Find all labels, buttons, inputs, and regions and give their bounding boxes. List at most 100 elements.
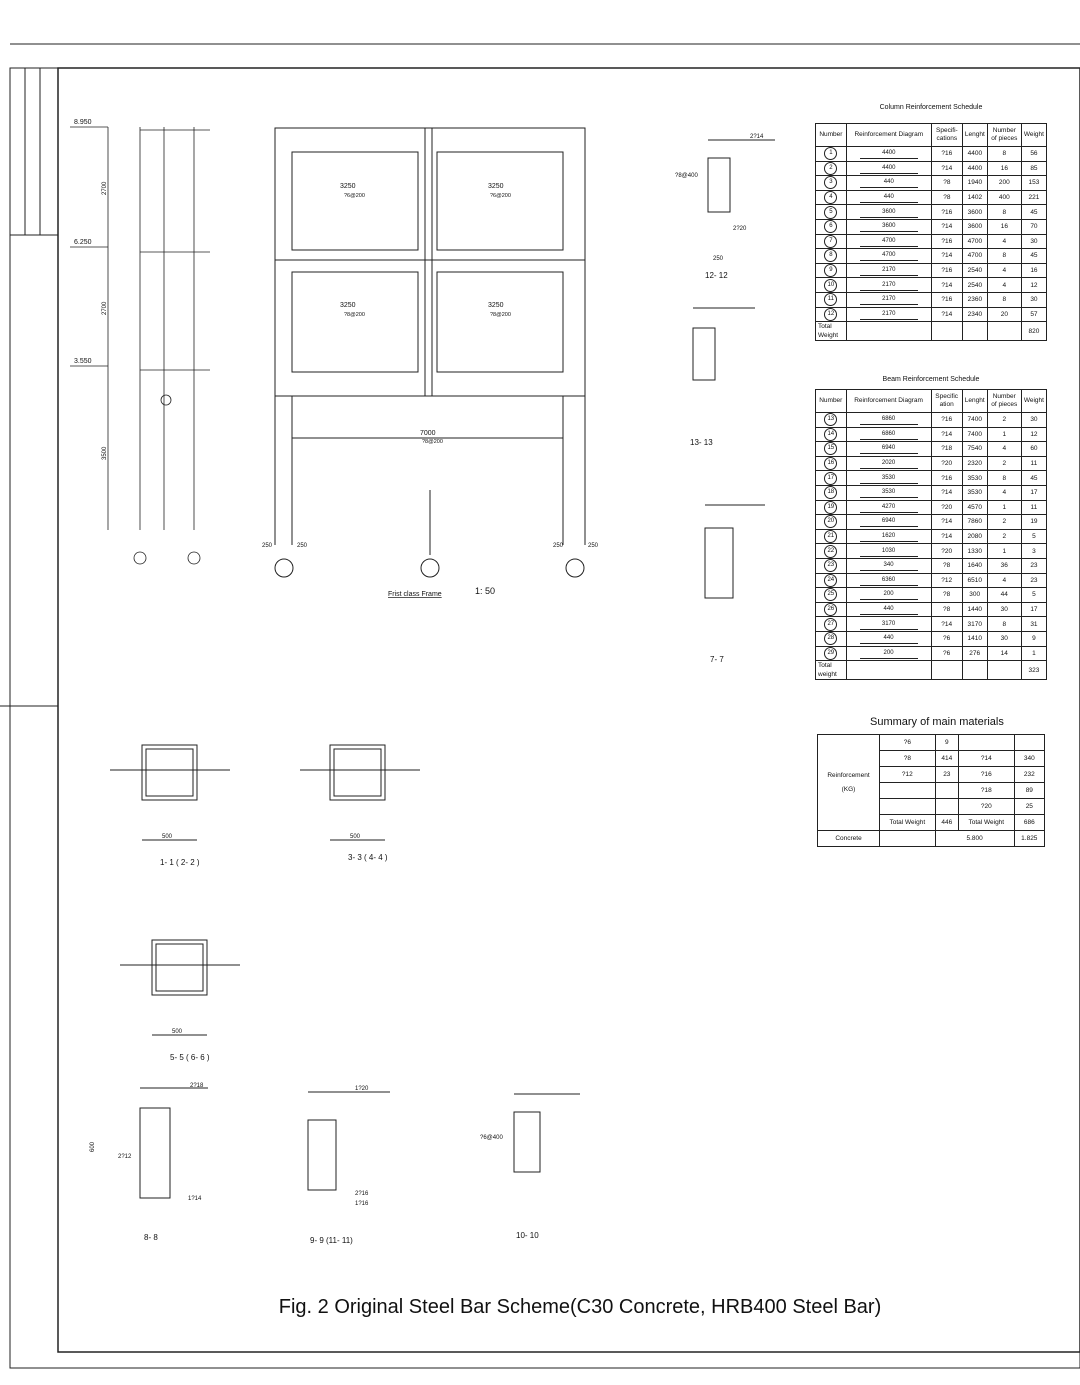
beam-schedule-title: Beam Reinforcement Schedule: [882, 376, 980, 383]
beam-note-4: 2?12: [118, 1154, 132, 1160]
bar-diagram: 2020: [859, 459, 918, 470]
bar-number: 25: [824, 588, 838, 602]
bar-diagram: 4270: [859, 503, 918, 513]
section-note-2: 2?20: [733, 226, 747, 232]
bar-number: 23: [824, 559, 838, 573]
col-width-3: 250: [553, 543, 564, 549]
beam-sections-top: 12- 12 13- 13 7- 7 250 2?14 2?20 ?8@400: [675, 134, 775, 664]
section-width-dim: 250: [713, 256, 724, 262]
beam-header-weight: Weight: [1020, 389, 1048, 413]
beam-stirrup-2: ?6@200: [490, 193, 511, 199]
beam-header-number: Number: [815, 389, 847, 413]
col-header-length: Lenght: [961, 123, 988, 147]
col-header-diagram: Reinforcement Diagram: [845, 123, 932, 147]
beam-header-length: Lenght: [961, 389, 988, 413]
section-label-10-10: 10- 10: [516, 1231, 539, 1240]
section-label-12-12: 12- 12: [705, 271, 728, 280]
beam-span-2: 3250: [488, 183, 504, 190]
story-height-3: 3500: [102, 446, 108, 460]
column-strip-diagram: [70, 126, 210, 565]
beam-stirrup-5: ?8@200: [422, 439, 443, 445]
bar-number: 26: [824, 603, 838, 617]
section-label-1-1: 1- 1 ( 2- 2 ): [160, 858, 200, 867]
beam-note-3: ?6@400: [480, 1135, 503, 1141]
bar-number: 20: [824, 515, 838, 529]
story-height-1: 2700: [102, 181, 108, 195]
frame-elevation: 8.950 6.250 3.550 2700 2700 3500 3250 32…: [70, 119, 599, 598]
bar-number: 13: [824, 413, 838, 427]
bar-diagram: 340: [859, 561, 918, 572]
col-header-pieces: Number of pieces: [986, 123, 1022, 147]
beam-note-7: 2?16: [355, 1191, 369, 1197]
beam-span-5: 7000: [420, 430, 436, 437]
bar-diagram: 6860: [859, 430, 918, 440]
beam-span-3: 3250: [340, 302, 356, 309]
section-label-3-3: 3- 3 ( 4- 4 ): [348, 853, 388, 862]
bar-diagram: 6360: [859, 576, 918, 586]
section-label-7-7: 7- 7: [710, 655, 724, 664]
bar-number: 17: [824, 471, 838, 485]
section-label-5-5: 5- 5 ( 6- 6 ): [170, 1053, 210, 1062]
beam-dim-600: 600: [90, 1141, 96, 1152]
column-sections: 1- 1 ( 2- 2 ) 3- 3 ( 4- 4 ) 5- 5 ( 6- 6 …: [110, 744, 420, 1062]
beam-span-1: 3250: [340, 183, 356, 190]
bar-number: 29: [824, 646, 838, 660]
summary-title: Summary of main materials: [870, 716, 1004, 728]
bar-number: 16: [824, 457, 838, 471]
beam-note-1: 2?18: [190, 1083, 204, 1089]
elevation-3: 3.550: [74, 358, 92, 365]
section-label-13-13: 13- 13: [690, 438, 713, 447]
elevation-1: 8.950: [74, 119, 92, 126]
bar-number: 27: [824, 617, 838, 631]
figure-caption: Fig. 2 Original Steel Bar Scheme(C30 Con…: [278, 1296, 882, 1318]
section-note-1: 2?14: [750, 134, 764, 140]
frame-outline: [274, 127, 586, 578]
frame-scale: 1: 50: [475, 586, 495, 596]
bar-number: 19: [824, 500, 838, 514]
bar-diagram: 1620: [859, 532, 918, 543]
section-note-3: ?8@400: [675, 173, 698, 179]
column-schedule-title: Column Reinforcement Schedule: [879, 104, 983, 111]
frame-title: Frist class Frame: [388, 591, 442, 598]
bar-diagram: 440: [859, 634, 918, 645]
beam-header-pieces: Number of pieces: [986, 389, 1022, 413]
bar-diagram: 6940: [859, 444, 918, 455]
bar-number: 15: [824, 442, 838, 456]
col-width-4: 250: [588, 543, 599, 549]
bar-diagram: 1030: [859, 547, 918, 557]
beam-stirrup-3: ?8@200: [344, 312, 365, 318]
beam-note-6: 1?16: [355, 1201, 369, 1207]
col-width-2: 250: [297, 543, 308, 549]
section-label-8-8: 8- 8: [144, 1233, 158, 1242]
bar-diagram: 200: [859, 590, 918, 601]
beam-sections-bottom: 8- 8 9- 9 (11- 11) 10- 10 600 2?18 1?20 …: [90, 1083, 580, 1245]
column-dim-2: 500: [350, 834, 361, 840]
section-label-9-9: 9- 9 (11- 11): [310, 1236, 353, 1245]
col-header-weight: Weight: [1020, 123, 1048, 147]
beam-note-2: 1?20: [355, 1086, 369, 1092]
bar-number: 22: [824, 544, 838, 558]
